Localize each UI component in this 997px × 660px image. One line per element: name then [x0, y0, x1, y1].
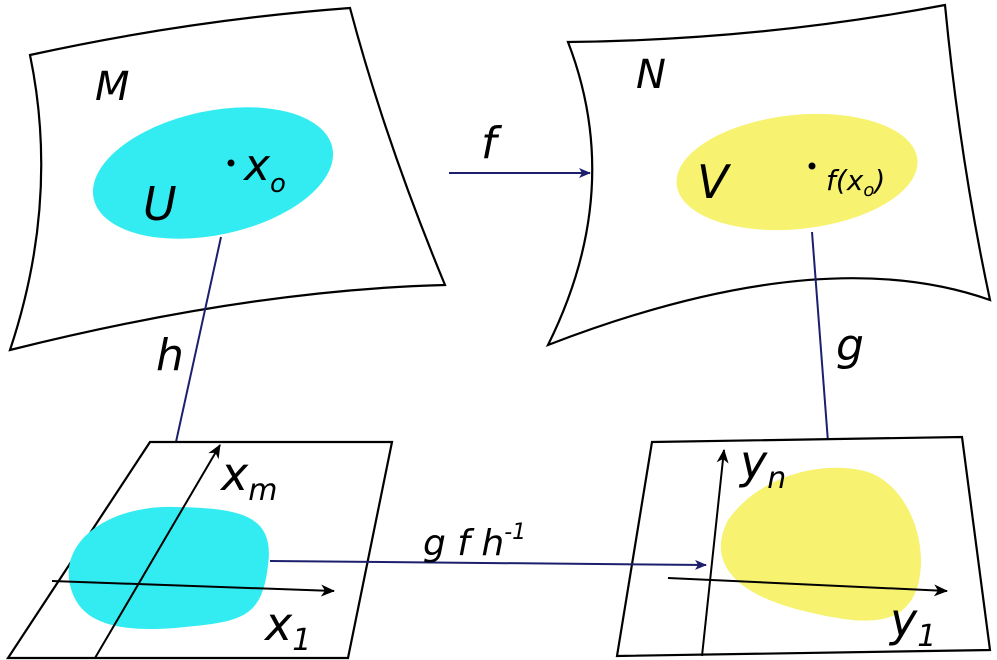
label-gfh-inverse: g f h-1	[423, 520, 526, 564]
arrow-gfh-inverse	[269, 559, 707, 570]
label-x0: xo	[242, 140, 286, 199]
point-x0	[227, 159, 235, 167]
label-m: M	[95, 64, 130, 110]
label-f: f	[481, 118, 503, 169]
label-n: N	[636, 52, 666, 98]
chart-right-axis-yn	[701, 449, 729, 657]
label-u: U	[143, 177, 177, 231]
point-f-x0	[808, 162, 816, 170]
label-y1: y1	[888, 593, 936, 654]
region-u	[92, 107, 334, 239]
label-xm: xm	[219, 447, 277, 508]
chart-left-axis-xm	[94, 444, 221, 659]
label-f-x0: f(xo)	[826, 164, 885, 201]
label-x1: x1	[263, 597, 311, 658]
label-yn: yn	[738, 435, 786, 496]
chart-right-axis-y1	[667, 577, 948, 597]
label-h: h	[156, 330, 184, 381]
label-g: g	[836, 320, 864, 371]
chart-left-region	[68, 506, 269, 630]
region-v	[676, 113, 918, 231]
chart-left-axis-x1	[51, 580, 335, 597]
arrow-g	[811, 231, 834, 456]
label-v: V	[697, 155, 732, 209]
